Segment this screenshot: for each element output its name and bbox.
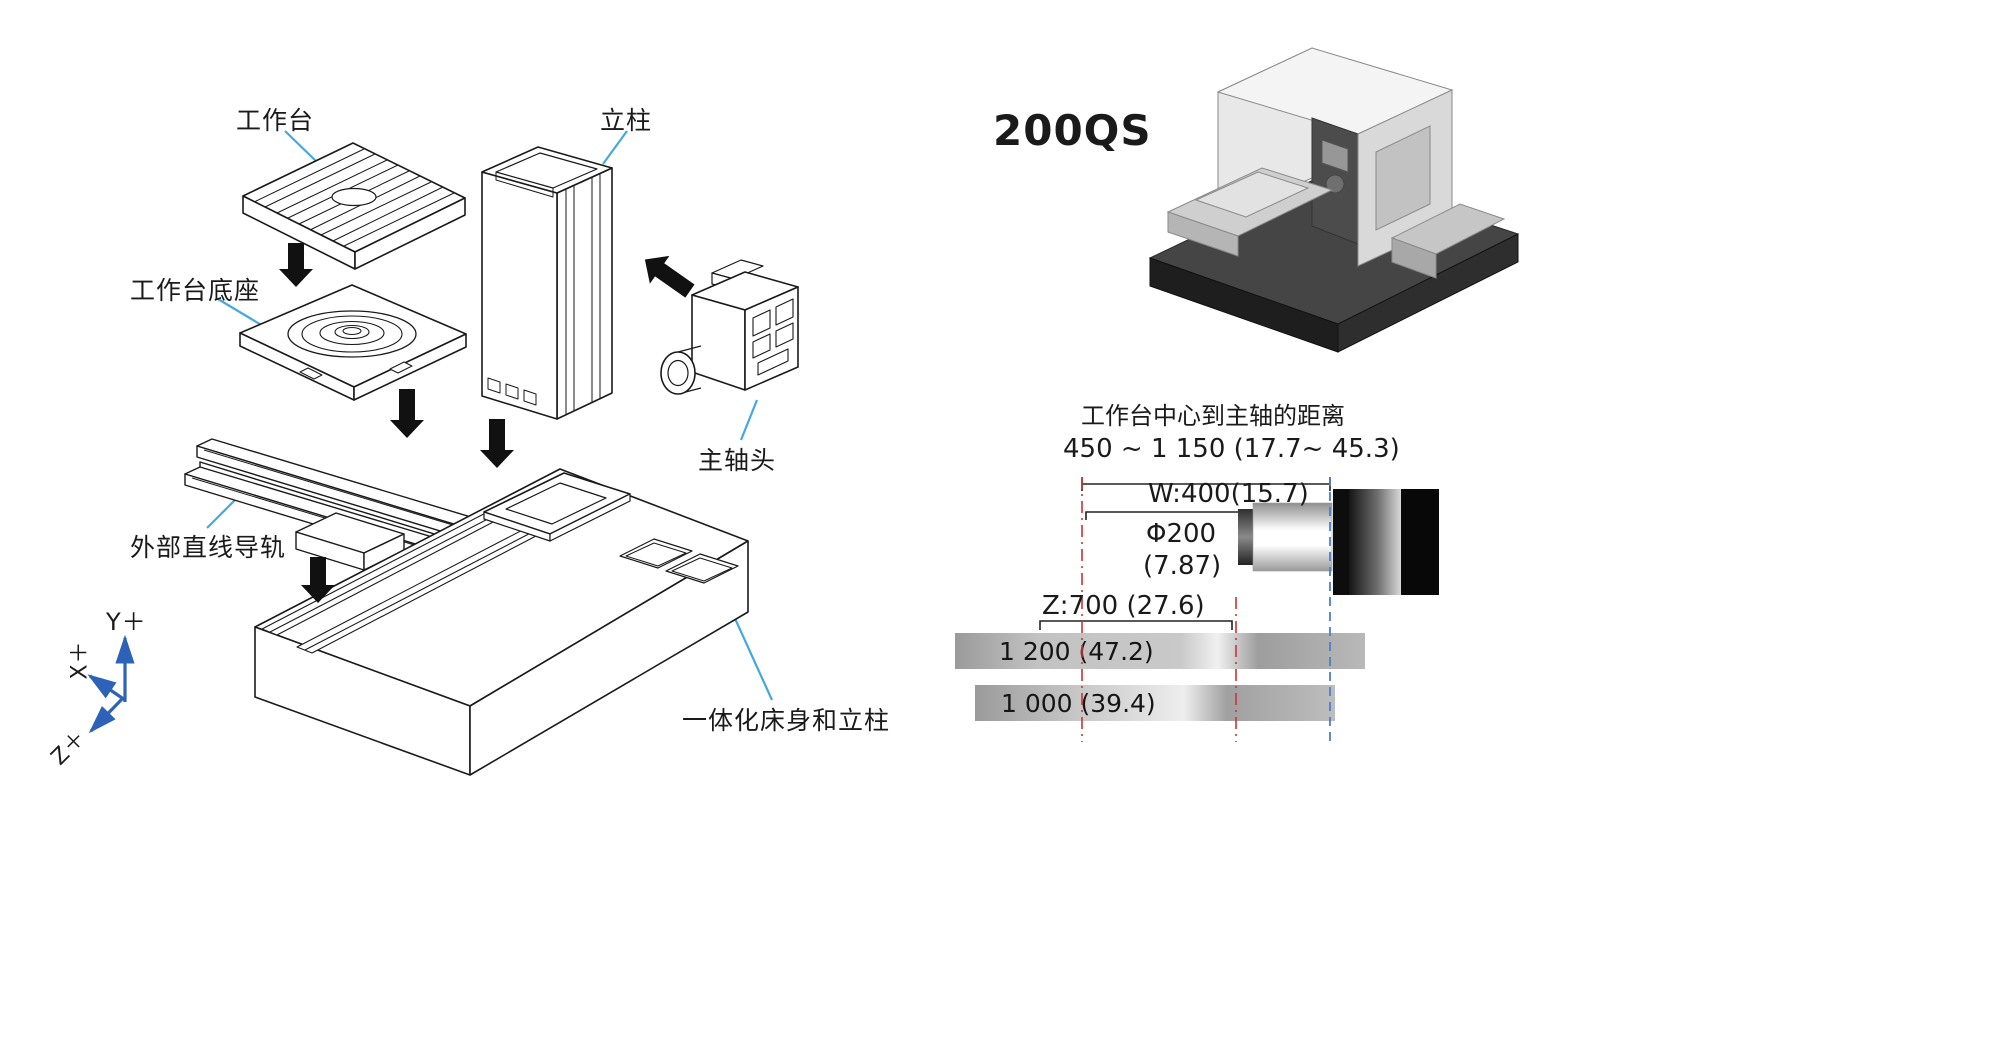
label-bed-column: 一体化床身和立柱 xyxy=(682,706,891,735)
model-name: 200QS xyxy=(993,106,1152,155)
dimension-spindle-diameter: Φ200 xyxy=(1146,519,1217,549)
worktable-base-part xyxy=(239,284,467,401)
dimension-title: 工作台中心到主轴的距离 xyxy=(1081,402,1345,430)
assembly-arrows xyxy=(279,243,695,603)
worktable-part xyxy=(242,142,466,270)
pallet-bar-1200-label: 1 200 (47.2) xyxy=(999,636,1154,666)
label-linear-guide: 外部直线导轨 xyxy=(130,533,287,562)
label-column: 立柱 xyxy=(600,106,653,135)
dimension-w-axis: W:400(15.7) xyxy=(1148,479,1309,509)
leader-lines xyxy=(206,130,774,701)
dimension-spindle-diameter-inch: (7.87) xyxy=(1143,551,1222,581)
label-worktable-base: 工作台底座 xyxy=(130,276,261,305)
pallet-bar-1200: 1 200 (47.2) xyxy=(955,633,1365,669)
column-part xyxy=(481,146,613,420)
axis-triad xyxy=(87,634,135,734)
axis-label-z: Z＋ xyxy=(46,725,92,771)
bed-part xyxy=(254,468,749,776)
pallet-bar-1000: 1 000 (39.4) xyxy=(975,685,1335,721)
pallet-bar-1000-label: 1 000 (39.4) xyxy=(1001,688,1156,718)
linear-guide-part xyxy=(184,438,568,594)
axis-label-x: X＋ xyxy=(67,640,93,680)
spindle-head-part xyxy=(660,259,799,395)
dimension-z-axis: Z:700 (27.6) xyxy=(1042,591,1205,621)
axis-label-y: Y＋ xyxy=(106,608,147,636)
label-spindle-head: 主轴头 xyxy=(698,446,777,475)
dimension-range: 450 ~ 1 150 (17.7~ 45.3) xyxy=(1063,434,1400,464)
label-worktable: 工作台 xyxy=(236,106,315,135)
machine-render xyxy=(1148,47,1520,353)
